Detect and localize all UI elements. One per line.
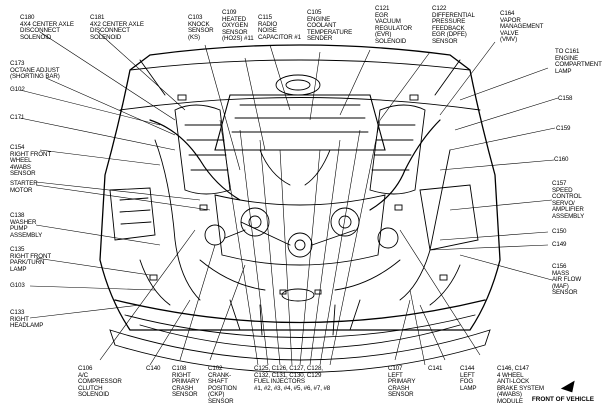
label-c144: C144 LEFT FOG LAMP xyxy=(460,365,477,392)
label-c154: C154 RIGHT FRONT WHEEL 4WABS SENSOR xyxy=(10,144,52,178)
label-g103: G103 xyxy=(10,282,25,289)
label-c146: C146, C147 4 WHEEL ANTI-LOCK BRAKE SYSTE… xyxy=(497,365,544,405)
leader-lines xyxy=(19,31,559,366)
label-c164: C164 VAPOR MANAGEMENT VALVE (VMV) xyxy=(500,10,544,44)
engine-drawing xyxy=(99,44,501,373)
label-c135: C135 RIGHT FRONT PARK/TURN LAMP xyxy=(10,246,52,273)
label-c105: C105 ENGINE COOLANT TEMPERATURE SENDER xyxy=(307,9,353,43)
label-c115: C115 RADIO NOISE CAPACITOR #1 xyxy=(258,14,301,41)
label-c141: C141 xyxy=(428,365,443,372)
label-injectors: C125, C126, C127, C128, C132, C131, C130… xyxy=(254,365,331,392)
label-g102: G102 xyxy=(10,86,25,93)
label-c171: C171 xyxy=(10,114,25,121)
label-c156: C156 MASS AIR FLOW (MAF) SENSOR xyxy=(552,263,582,297)
label-c122: C122 DIFFERENTIAL PRESSURE FEEDBACK EGR … xyxy=(432,5,475,45)
label-c161: TO C161 ENGINE COMPARTMENT LAMP xyxy=(555,48,602,75)
label-c173: C173 OCTANE ADJUST (SHORTING BAR) xyxy=(10,60,60,81)
label-c109: C109 HEATED OXYGEN SENSOR (HO2S) #11 xyxy=(222,9,254,43)
label-c160: C160 xyxy=(554,156,569,163)
label-c149: C149 xyxy=(552,241,567,248)
label-c107: C107 LEFT PRIMARY CRASH SENSOR xyxy=(388,365,416,399)
front-of-vehicle-label: FRONT OF VEHICLE xyxy=(531,396,594,403)
label-c159: C159 xyxy=(556,125,571,132)
label-c133: C133 RIGHT HEADLAMP xyxy=(10,309,44,330)
label-starter: STARTER MOTOR xyxy=(10,180,38,194)
label-c181: C181 4X2 CENTER AXLE DISCONNECT SOLENOID xyxy=(90,14,144,41)
label-c158: C158 xyxy=(558,95,573,102)
label-c140: C140 xyxy=(146,365,161,372)
label-c157: C157 SPEED CONTROL SERVO/ AMPLIFIER ASSE… xyxy=(552,180,585,220)
label-c180: C180 4X4 CENTER AXLE DISCONNECT SOLENOID xyxy=(20,14,74,41)
label-c102: C102 CRANK- SHAFT POSITION (CKP) SENSOR xyxy=(208,365,237,405)
label-c138: C138 WASHER PUMP ASSEMBLY xyxy=(10,212,43,239)
label-c103: C103 KNOCK SENSOR (KS) xyxy=(188,14,214,41)
label-c108: C108 RIGHT PRIMARY CRASH SENSOR xyxy=(172,365,200,399)
label-c121: C121 EGR VACUUM REGULATOR (EVR) SOLENOID xyxy=(375,5,413,45)
label-c106: C106 A/C COMPRESSOR CLUTCH SOLENOID xyxy=(78,365,122,399)
label-c150: C150 xyxy=(552,228,567,235)
